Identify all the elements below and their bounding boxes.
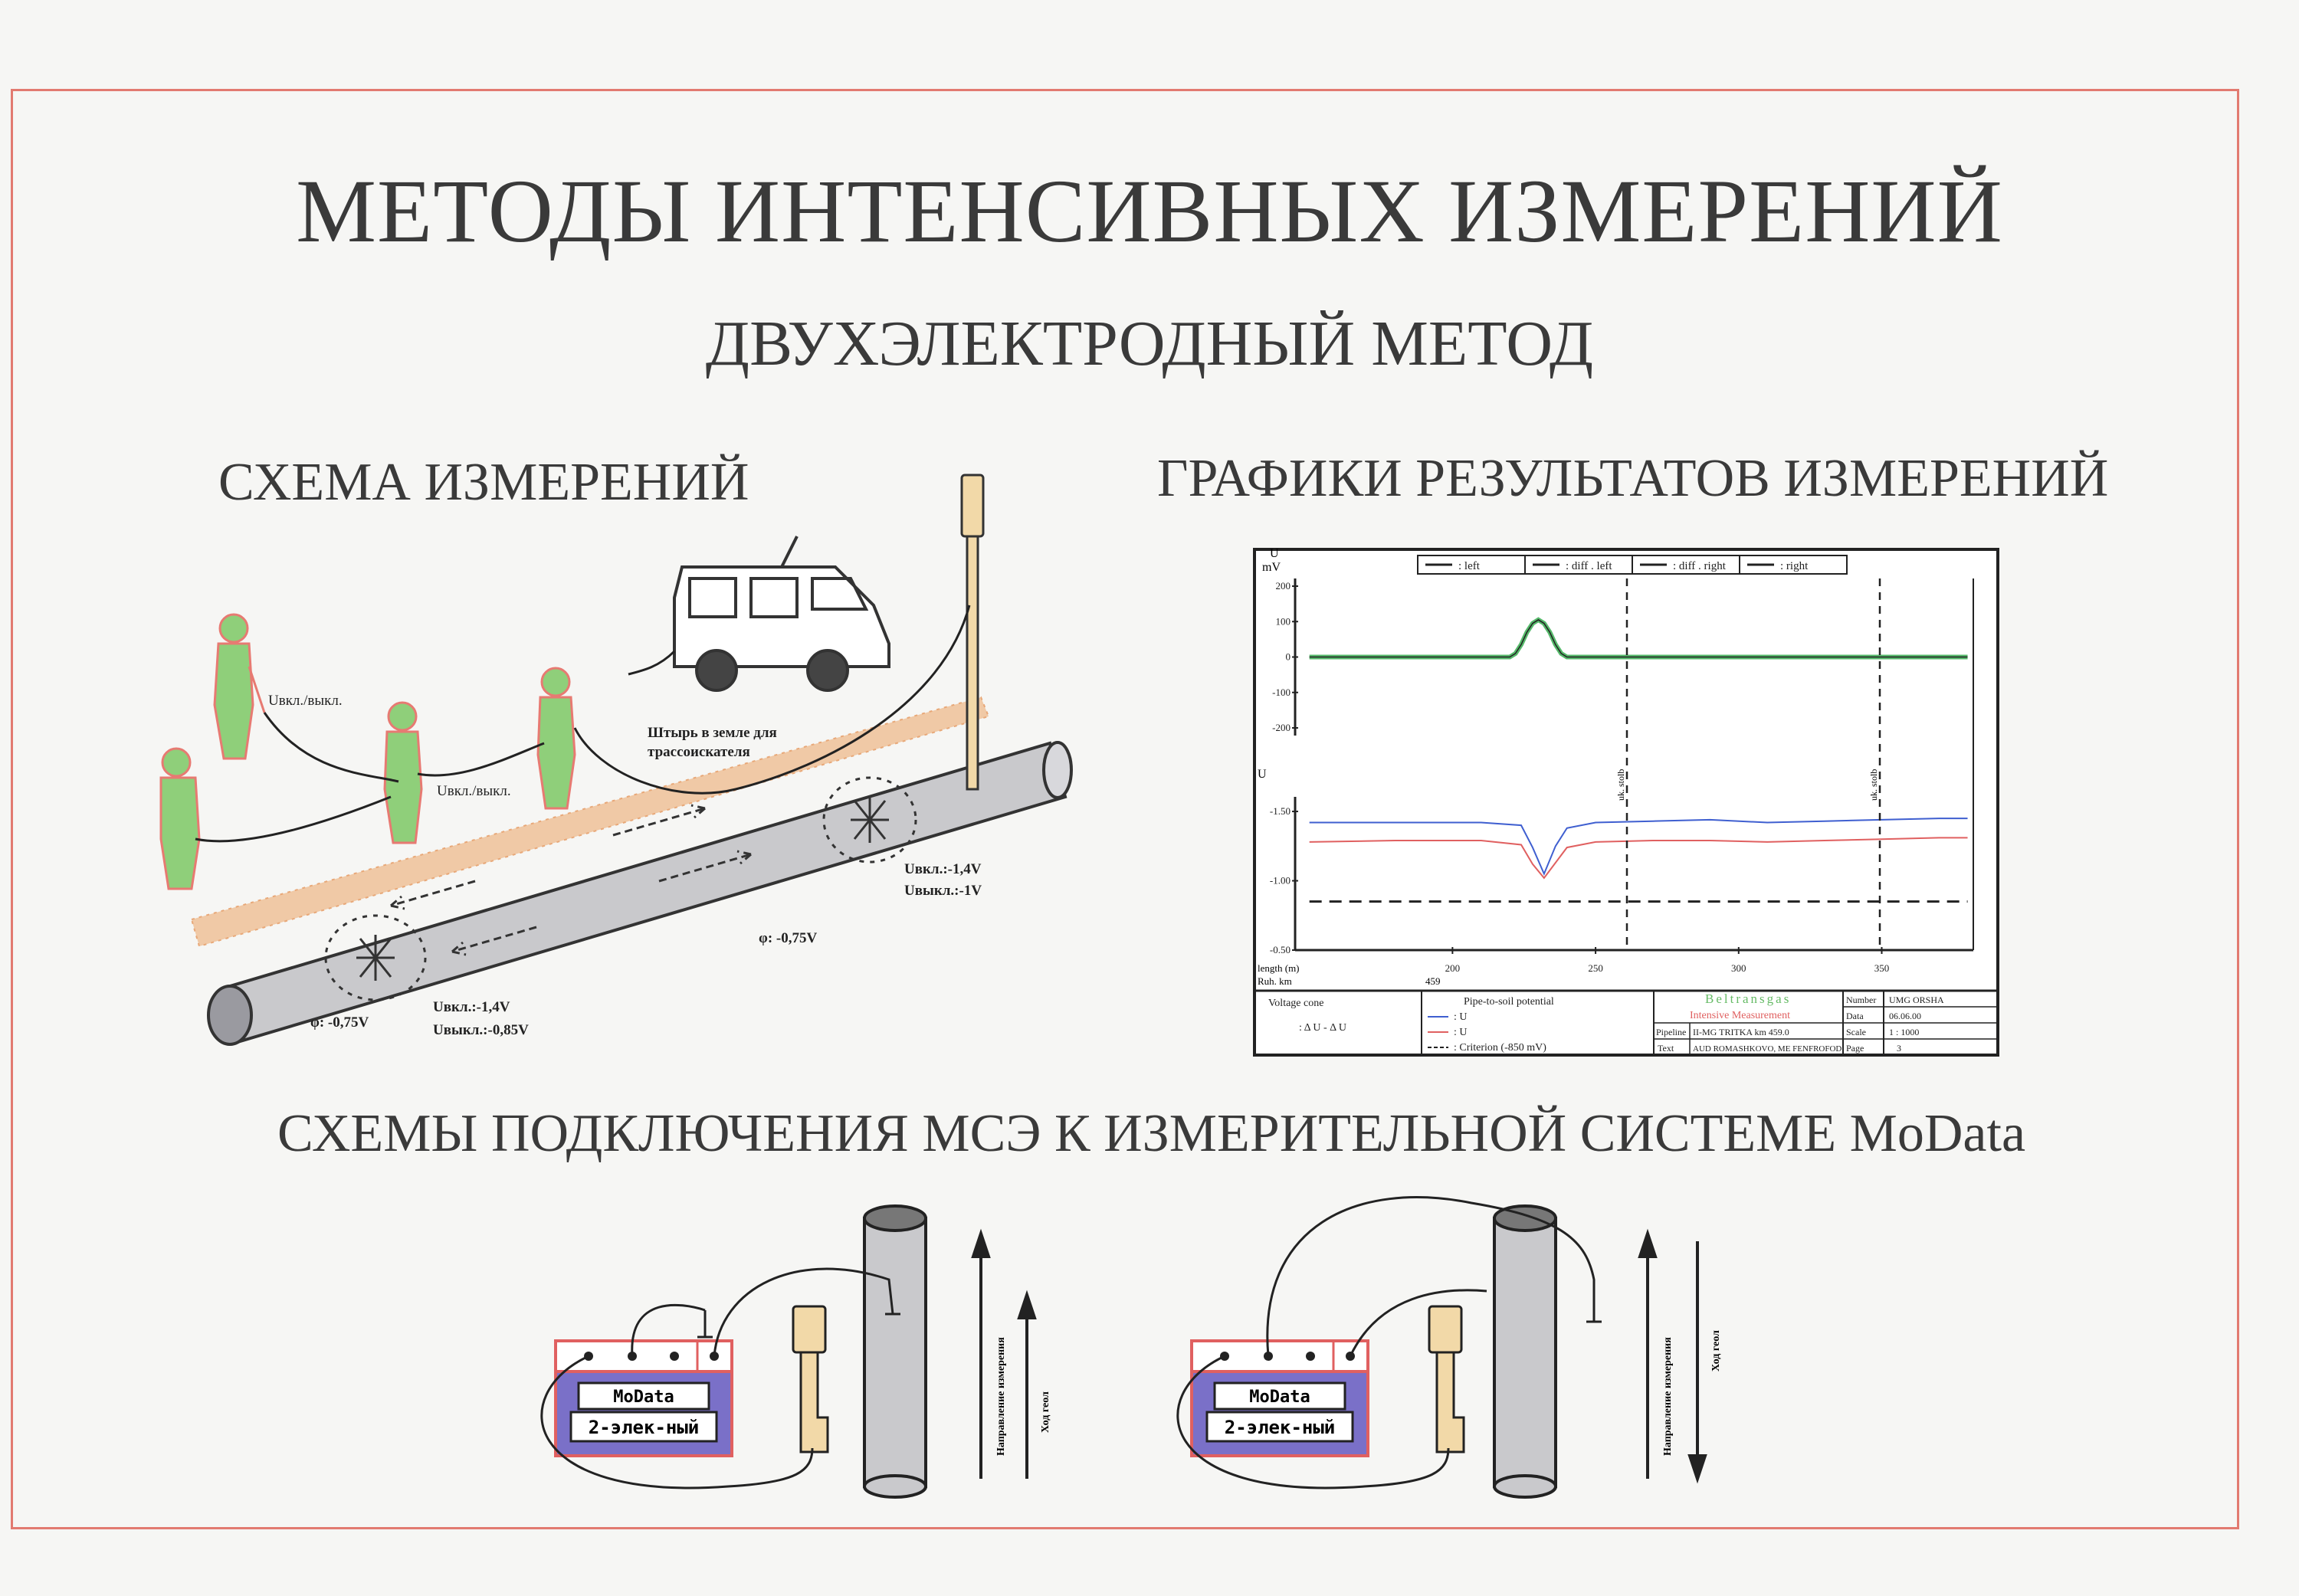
arrow-label-right-1: Направление измерения (1662, 1337, 1674, 1456)
scheme-label-d1-off: Uвыкл.:-1V (904, 883, 982, 899)
current-arrows (390, 804, 752, 956)
arrow-label-left-2: Ход геол (1040, 1391, 1051, 1433)
info-pts-title: Pipe-to-soil potential (1464, 996, 1554, 1008)
connection-right: MoData 2-элек-ный Направление измерения … (1176, 1196, 1722, 1499)
lower-ylabel: U (1258, 768, 1267, 781)
info-u-off: : U (1454, 1027, 1468, 1038)
info-block (1254, 989, 1998, 1055)
operator-4 (536, 667, 576, 810)
upper-ytick-label: 0 (1286, 651, 1291, 663)
scheme-label-u2: Uвкл./выкл. (437, 783, 511, 799)
legend-left: : left (1458, 560, 1481, 572)
connection-left: MoData 2-элек-ный Направление измерения … (540, 1204, 1051, 1499)
info-pipeline-value: II-MG TRITKA km 459.0 (1693, 1027, 1789, 1037)
device-mode-right: 2-элек-ный (1225, 1417, 1336, 1438)
device-mode-left: 2-элек-ный (589, 1417, 700, 1438)
operator-2 (159, 747, 201, 890)
info-criterion: : Criterion (-850 mV) (1454, 1042, 1546, 1054)
upper-ylabel-mv: mV (1262, 561, 1281, 574)
scheme-label-phi-mid: φ: -0,75V (759, 930, 818, 946)
page-frame (11, 89, 2239, 1529)
lower-ytick-label: -1.00 (1270, 875, 1291, 886)
connection-heading: СХЕМЫ ПОДКЛЮЧЕНИЯ МСЭ К ИЗМЕРИТЕЛЬНОЙ СИ… (277, 1104, 2026, 1163)
soil-strip (190, 696, 990, 948)
meta-label-scale: Scale (1846, 1027, 1866, 1037)
upper-ylabel-u: U (1270, 548, 1279, 560)
row-length: length (m) (1258, 962, 1300, 974)
info-measurement: Intensive Measurement (1690, 1010, 1790, 1021)
info-text-label: Text (1658, 1043, 1674, 1054)
lower-ytick-label: -1.50 (1270, 805, 1291, 817)
info-voltage-cone: Voltage cone (1268, 998, 1323, 1009)
km-value: 459 (1425, 975, 1441, 987)
row-km: Ruh. km (1258, 975, 1292, 987)
scheme-label-d2-on: Uвкл.:-1,4V (433, 999, 510, 1015)
scheme-label-d1-on: Uвкл.:-1,4V (904, 861, 982, 877)
meta-value-data: 06.06.00 (1889, 1011, 1921, 1021)
electrode-right (1428, 1305, 1465, 1453)
subtitle: ДВУХЭЛЕКТРОДНЫЙ МЕТОД (705, 308, 1594, 379)
legend-right: : right (1780, 560, 1809, 572)
graphs-heading: ГРАФИКИ РЕЗУЛЬТАТОВ ИЗМЕРЕНИЙ (1157, 449, 2109, 508)
marker-label-2: uk. stolb (1868, 769, 1879, 801)
xtick-label: 200 (1445, 962, 1461, 974)
chart-legend: : left : diff . left : diff . right : ri… (1417, 555, 1848, 575)
series-u-off (1309, 837, 1968, 880)
series-diff-left-core (1309, 619, 1968, 658)
upper-ytick-label: -200 (1272, 722, 1291, 733)
device-name-left: MoData (613, 1388, 674, 1407)
info-pipeline-label: Pipeline (1656, 1027, 1686, 1037)
scheme-heading: СХЕМА ИЗМЕРЕНИЙ (218, 453, 749, 512)
device-name-right: MoData (1249, 1388, 1310, 1407)
locator-pin (960, 474, 985, 791)
arrow-label-right-2: Ход геол (1710, 1330, 1722, 1372)
meta-label-data: Data (1846, 1011, 1864, 1021)
scheme-label-pin-1: Штырь в земле для (648, 725, 777, 741)
scheme-label-u1: Uвкл./выкл. (268, 693, 343, 709)
operator-1 (213, 613, 266, 760)
cables (195, 605, 971, 843)
info-company: Beltransgas (1705, 991, 1791, 1006)
meta-label-number: Number (1846, 995, 1876, 1005)
scheme-label-d2-off: Uвыкл.:-0,85V (433, 1022, 529, 1038)
series-u-on (1309, 818, 1968, 877)
marker-label-1: uk. stolb (1615, 769, 1626, 801)
xtick-label: 300 (1731, 962, 1746, 974)
pipe-left (863, 1204, 927, 1499)
info-u-on: : U (1454, 1011, 1468, 1023)
pipe (207, 741, 1073, 1046)
legend-diff-right: : diff . right (1673, 560, 1727, 572)
results-chart-panel: : left : diff . left : diff . right : ri… (1253, 548, 1999, 1057)
modata-device-left: MoData 2-элек-ный (554, 1339, 733, 1457)
measurement-scheme: Uвкл./выкл. Uвкл./выкл. Штырь в земле дл… (159, 474, 1073, 1046)
scheme-label-pin-2: трассоискателя (648, 744, 750, 760)
meta-value-number: UMG ORSHA (1889, 995, 1944, 1005)
arrow-label-left-1: Направление измерения (995, 1337, 1007, 1456)
upper-ytick-label: 100 (1276, 615, 1291, 627)
defect-right (822, 776, 917, 864)
info-text-value: AUD ROMASHKOVO, ME FENFROFOD (1693, 1044, 1841, 1054)
legend-diff-left: : diff . left (1566, 560, 1612, 572)
upper-ytick-label: -100 (1272, 687, 1291, 698)
survey-van (673, 536, 890, 692)
pipe-right (1493, 1204, 1557, 1499)
connection-schemes: MoData 2-элек-ный Направление измерения … (540, 1196, 1722, 1499)
modata-device-right: MoData 2-элек-ный (1190, 1339, 1369, 1457)
meta-value-scale: 1 : 1000 (1889, 1027, 1919, 1037)
info-delta: : Δ U - Δ U (1299, 1022, 1346, 1034)
meta-value-page: 3 (1897, 1043, 1901, 1054)
scheme-label-phi-left: φ: -0,75V (310, 1014, 369, 1031)
upper-ytick-label: 200 (1276, 580, 1291, 592)
xtick-label: 250 (1588, 962, 1603, 974)
operator-3 (383, 701, 423, 844)
electrode-left (792, 1305, 829, 1453)
direction-arrows-right (1638, 1228, 1707, 1484)
main-title: МЕТОДЫ ИНТЕНСИВНЫХ ИЗМЕРЕНИЙ (296, 161, 2003, 261)
meta-label-page: Page (1846, 1043, 1864, 1054)
xtick-label: 350 (1874, 962, 1890, 974)
direction-arrows-left (971, 1228, 1037, 1479)
defect-left (324, 914, 427, 1001)
lower-ytick-label: -0.50 (1270, 944, 1291, 955)
